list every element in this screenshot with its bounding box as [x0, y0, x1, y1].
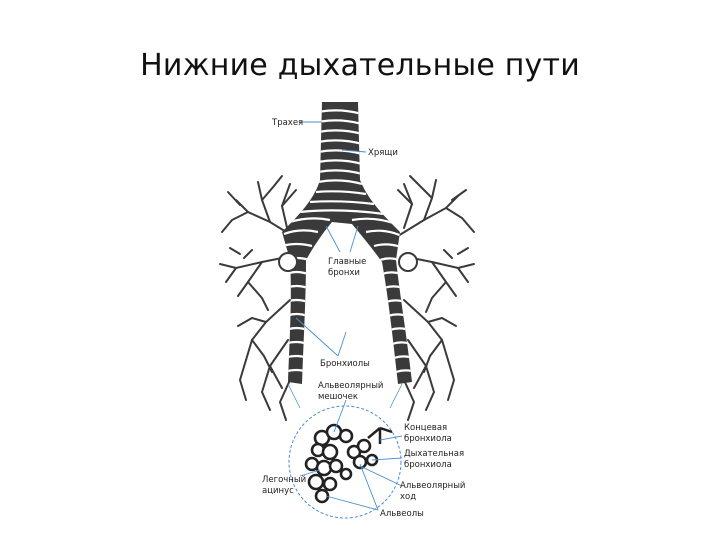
label-pulmonary-acinus-line2: ацинус	[262, 486, 294, 496]
bronchiole-branches	[219, 175, 475, 421]
right-hilum	[398, 252, 418, 272]
acinus-magnification	[287, 383, 403, 519]
label-alveolar-duct-line2: ход	[400, 492, 416, 502]
label-cartilage-rings: Хрящи	[368, 148, 398, 158]
slide-title: Нижние дыхательные пути	[140, 48, 580, 83]
label-respiratory-bronchiole-line2: бронхиола	[404, 460, 452, 470]
label-terminal-bronchiole-line2: бронхиола	[404, 434, 452, 444]
label-terminal-bronchiole-line1: Концевая	[404, 423, 447, 433]
alveolar-clusters	[304, 423, 379, 504]
left-hilum	[278, 252, 298, 272]
label-respiratory-bronchiole-line1: Дыхательная	[404, 449, 464, 459]
label-alveoli: Альвеолы	[380, 509, 424, 519]
label-pulmonary-acinus-line1: Легочный	[262, 475, 306, 485]
trachea-and-bronchi	[278, 102, 418, 384]
callout-lines	[295, 121, 403, 511]
label-trachea: Трахея	[271, 118, 303, 128]
label-alveolar-duct-line1: Альвеолярный	[400, 481, 465, 491]
label-alveolar-sac-line2: мешочек	[318, 392, 358, 402]
label-main-bronchi-line1: Главные	[328, 257, 366, 267]
label-alveolar-sac-line1: Альвеолярный	[318, 381, 383, 391]
diagram-labels: Трахея Хрящи Главные бронхи Бронхиолы Ал…	[262, 118, 465, 519]
label-main-bronchi-line2: бронхи	[328, 268, 360, 278]
label-bronchioles: Бронхиолы	[320, 359, 370, 369]
